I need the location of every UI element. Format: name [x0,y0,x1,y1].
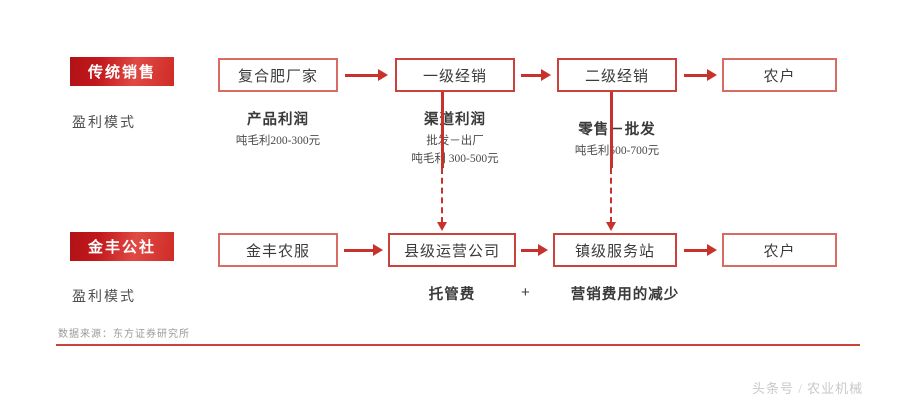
node-label: 复合肥厂家 [237,68,318,85]
annotation-retail-wholesale: 零售－批发 吨毛利500-700元 [552,118,682,158]
profit-mode-label-jinfeng: 盈利模式 [72,290,136,305]
node-label: 县级运营公司 [403,243,500,260]
node-label: 二级经销 [584,68,649,85]
profit-mode-label-traditional: 盈利模式 [72,116,136,131]
annotation-title: 产品利润 [247,112,309,128]
node-tier2-distributor[interactable]: 二级经销 [557,58,677,92]
node-jinfeng-agri-service[interactable]: 金丰农服 [218,233,338,267]
annotation-title: 渠道利润 [424,112,486,128]
arrow-jinfeng-to-county [344,244,384,256]
annotation-detail-2: 吨毛利 300-500元 [411,153,499,165]
connector-tier2-arrowhead [606,222,616,231]
section-badge-traditional-label: 传统销售 [87,65,156,81]
annotation-marketing-cost-reduction: 营销费用的减少 [570,287,680,303]
node-farmers-jinfeng[interactable]: 农户 [722,233,837,267]
connector-tier1-dashed [441,168,443,223]
node-tier1-distributor[interactable]: 一级经销 [395,58,515,92]
source-note: 数据来源：东方证券研究所 [58,329,190,340]
node-township-service-station[interactable]: 镇级服务站 [553,233,677,267]
connector-tier2-dashed [610,168,612,223]
section-badge-traditional: 传统销售 [70,57,174,86]
footer-divider [56,344,860,346]
connector-tier2-stub [610,92,613,168]
section-badge-jinfeng: 金丰公社 [70,232,174,261]
annotation-custody-fee: 托管费 [428,287,476,303]
section-badge-jinfeng-label: 金丰公社 [87,240,156,256]
arrow-manufacturer-to-tier1 [345,69,389,81]
arrow-township-to-farmers [684,244,718,256]
node-label: 农户 [763,243,796,260]
arrow-tier1-to-tier2 [521,69,552,81]
arrow-tier2-to-farmers [684,69,718,81]
connector-tier1-arrowhead [437,222,447,231]
annotation-detail: 吨毛利500-700元 [574,145,660,157]
arrow-county-to-township [521,244,549,256]
node-label: 镇级服务站 [574,243,655,260]
annotation-detail: 吨毛利200-300元 [235,135,321,147]
node-label: 农户 [763,68,796,85]
node-farmers-traditional[interactable]: 农户 [722,58,837,92]
annotation-plus-operator: + [521,284,530,301]
annotation-title: 零售－批发 [578,122,656,138]
node-label: 一级经销 [422,68,487,85]
node-compound-fertilizer-manufacturer[interactable]: 复合肥厂家 [218,58,338,92]
annotation-product-profit: 产品利润 吨毛利200-300元 [218,108,338,148]
node-label: 金丰农服 [245,243,310,260]
connector-tier1-stub [441,92,444,168]
watermark: 头条号 / 农业机械 [752,381,864,396]
annotation-detail: 批发－出厂 [426,135,484,147]
node-county-operating-company[interactable]: 县级运营公司 [388,233,516,267]
annotation-channel-profit: 渠道利润 批发－出厂 吨毛利 300-500元 [390,108,520,166]
